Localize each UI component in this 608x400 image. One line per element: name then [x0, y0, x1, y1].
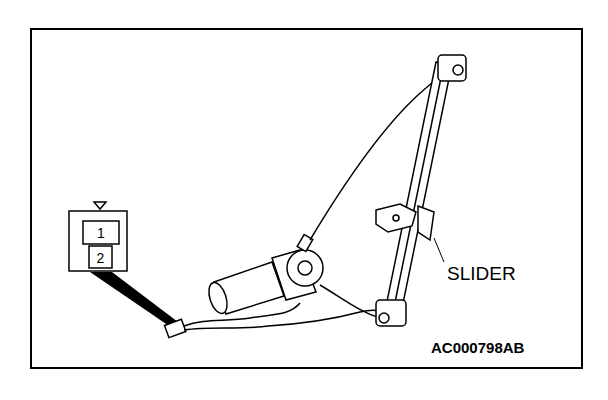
motor: [205, 234, 323, 315]
connector-face: [69, 202, 127, 271]
pin-number: 2: [97, 251, 105, 265]
leader-line: [434, 238, 444, 262]
part-name: SLIDER: [447, 264, 516, 283]
harness: [164, 303, 386, 338]
figure-code: AC000798AB: [431, 340, 524, 355]
pin-number: 1: [97, 226, 105, 240]
guide-rail: [376, 55, 466, 326]
frame: [31, 29, 582, 368]
pointer-wedge: [90, 272, 178, 328]
